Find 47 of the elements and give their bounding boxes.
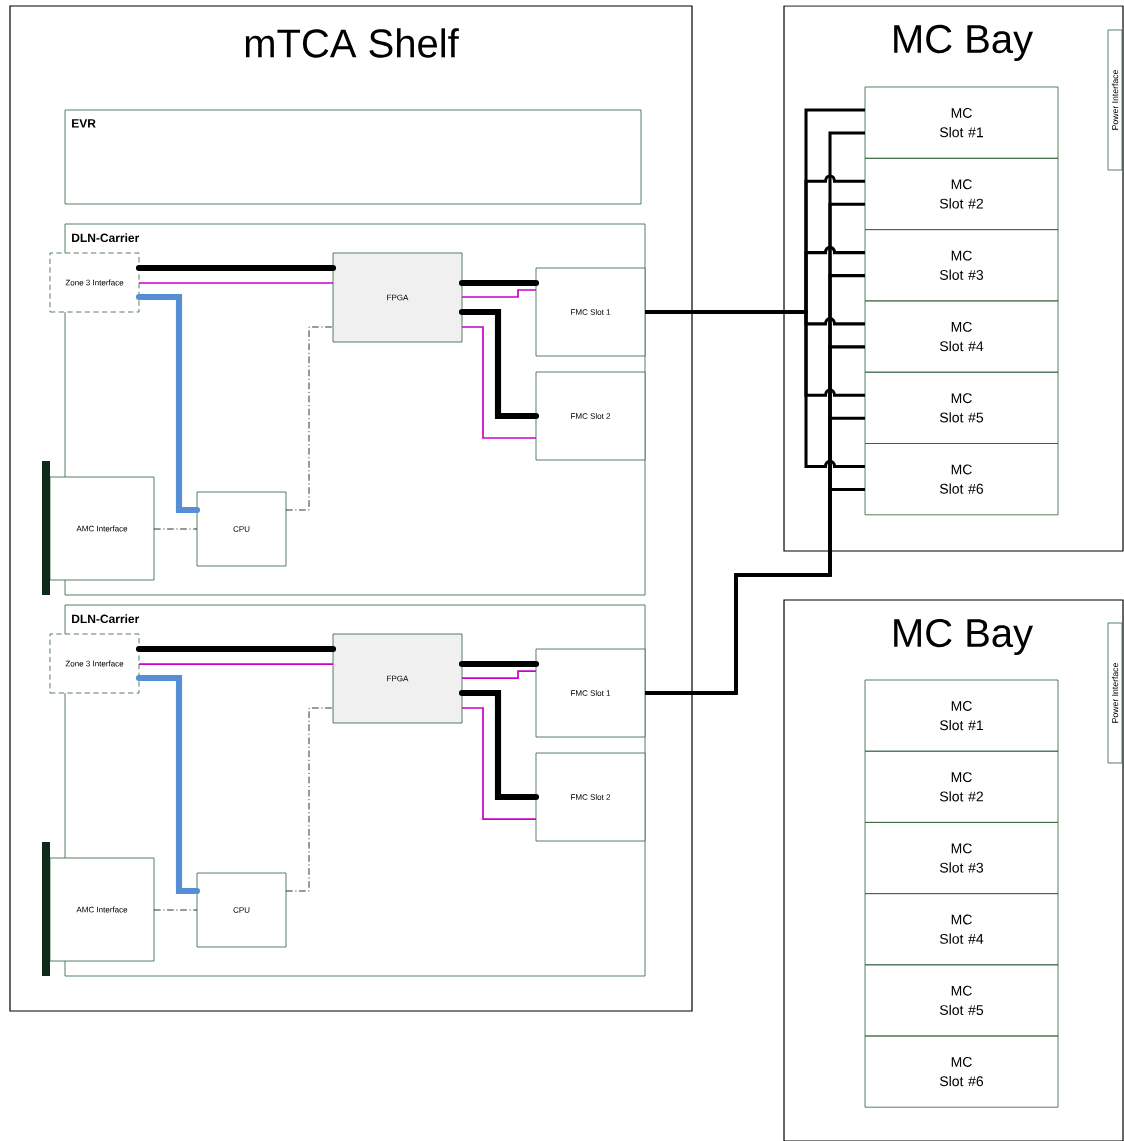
connector-line (135, 674, 201, 895)
slot-box: MC Slot #2 (864, 750, 1059, 823)
slot-box: MC Slot #2 (864, 157, 1059, 230)
slot-box: MC Slot #3 (864, 229, 1059, 302)
interface-box: Zone 3 Interface (49, 633, 140, 694)
slot-box: MC Slot #5 (864, 371, 1059, 444)
connector-line (135, 264, 337, 272)
slot-box: MC Slot #4 (864, 893, 1059, 966)
connector-line (461, 326, 537, 439)
connector-line (138, 282, 334, 284)
interface-box: Power Interface (1107, 622, 1123, 764)
module-box: FMC Slot 2 (535, 371, 646, 461)
connector-line (458, 279, 540, 287)
slot-box: MC Slot #1 (864, 86, 1059, 159)
interface-box: Power Interface (1107, 29, 1123, 171)
fpga-chip: FPGA (332, 252, 463, 343)
interface-box: Zone 3 Interface (49, 252, 140, 313)
connector-line (135, 645, 337, 653)
module-box: FMC Slot 2 (535, 752, 646, 842)
connector-line (285, 326, 334, 511)
slot-box: MC Slot #1 (864, 679, 1059, 752)
connector-line (458, 660, 540, 668)
interface-box: AMC Interface (49, 476, 155, 581)
connector-line (138, 663, 334, 665)
module-box: CPU (196, 491, 287, 567)
module-box: FMC Slot 1 (535, 267, 646, 357)
interface-box: AMC Interface (49, 857, 155, 962)
slot-box: MC Slot #6 (864, 1035, 1059, 1108)
connector-line (153, 528, 198, 530)
connector-line (461, 707, 537, 820)
connector-line (645, 310, 865, 469)
connector-line (645, 487, 865, 695)
slot-box: MC Slot #3 (864, 822, 1059, 894)
connector-line (458, 689, 540, 801)
connector-line (135, 293, 201, 514)
fpga-chip: FPGA (332, 633, 463, 724)
slot-box: MC Slot #5 (864, 964, 1059, 1037)
connector-line (285, 707, 334, 892)
slot-box: MC Slot #4 (864, 300, 1059, 373)
module-box: CPU (196, 872, 287, 948)
slot-box: MC Slot #6 (864, 443, 1059, 516)
connector-line (153, 909, 198, 911)
connector-line (458, 308, 540, 420)
module-box: FMC Slot 1 (535, 648, 646, 738)
connector-line (461, 289, 537, 298)
module-box: EVR (64, 109, 642, 205)
connector-line (461, 670, 537, 679)
